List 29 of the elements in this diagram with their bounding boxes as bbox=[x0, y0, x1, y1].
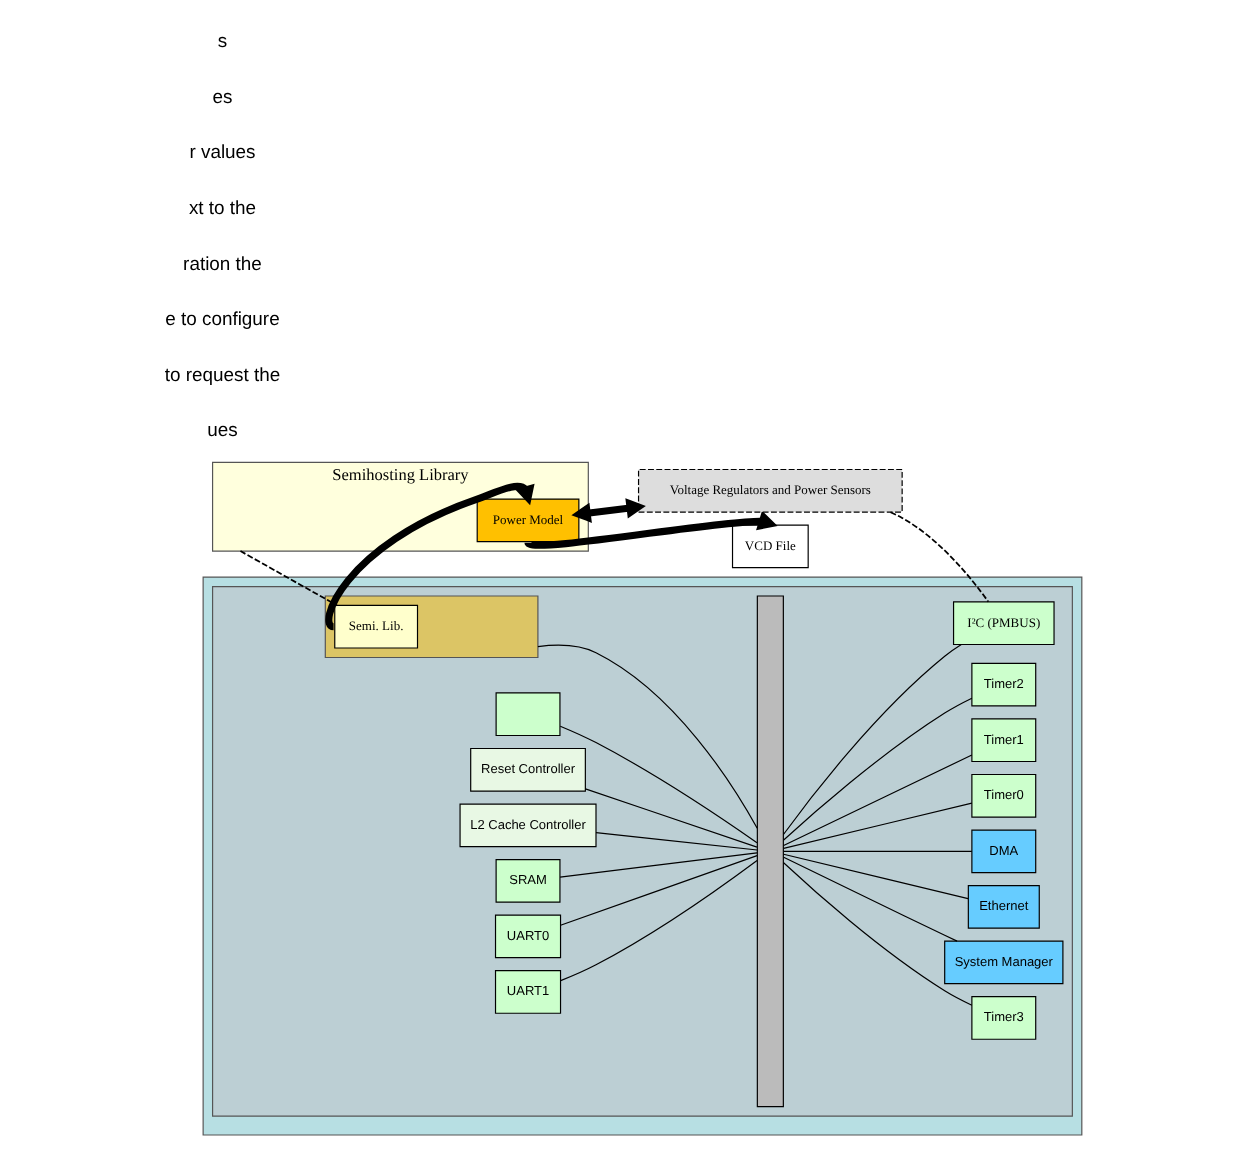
connector bbox=[782, 754, 972, 847]
connector bbox=[558, 725, 757, 844]
arrow bbox=[525, 510, 777, 549]
arrow bbox=[324, 482, 534, 630]
label: r values bbox=[188, 142, 255, 165]
label: es bbox=[211, 86, 232, 109]
connector bbox=[559, 855, 757, 926]
connector bbox=[781, 861, 972, 1006]
connector bbox=[782, 802, 972, 849]
connector bbox=[558, 852, 757, 878]
connector bbox=[782, 853, 968, 900]
label: ues bbox=[206, 420, 237, 443]
label: ration the bbox=[182, 253, 261, 276]
arrow bbox=[570, 498, 645, 523]
node-bar bbox=[755, 595, 783, 1108]
label: e to configure bbox=[164, 309, 279, 332]
connector bbox=[781, 643, 961, 836]
connector bbox=[594, 832, 757, 851]
connector bbox=[782, 850, 972, 852]
connector bbox=[782, 856, 957, 942]
connector bbox=[536, 644, 757, 829]
connector bbox=[583, 788, 757, 848]
label: to request the bbox=[163, 364, 280, 387]
label: s bbox=[216, 31, 227, 54]
connector bbox=[781, 697, 972, 841]
label: xt to the bbox=[187, 197, 256, 220]
cluster bbox=[323, 595, 538, 659]
connector bbox=[559, 859, 757, 982]
node-box bbox=[494, 692, 560, 737]
